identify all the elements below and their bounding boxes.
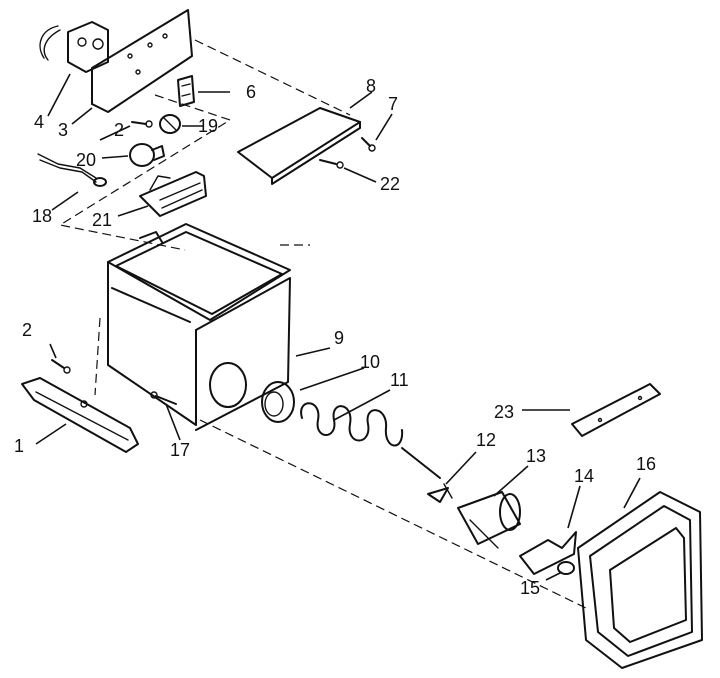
part-21-lamp-shield — [139, 171, 207, 217]
callout-19: 19 — [198, 116, 218, 136]
part-17-screw — [150, 391, 177, 405]
callout-17: 17 — [170, 440, 190, 460]
part-7-screw — [361, 137, 376, 152]
part-1-bracket — [21, 377, 139, 453]
part-3-bracket — [91, 9, 193, 113]
part-11-auger — [300, 402, 441, 479]
callout-12: 12 — [476, 430, 496, 450]
part-12-impeller — [427, 483, 453, 503]
callout-15: 15 — [520, 578, 540, 598]
part-14-bracket — [519, 531, 577, 575]
callout-10: 10 — [360, 352, 380, 372]
callout-11: 11 — [390, 370, 409, 390]
assembly-guide-lines — [58, 39, 591, 611]
part-20-bulb — [129, 143, 165, 167]
part-15-nut — [557, 561, 575, 575]
callout-8: 8 — [366, 76, 376, 96]
callout-13: 13 — [526, 446, 546, 466]
part-6-clip — [177, 75, 195, 107]
part-23-strip — [571, 383, 661, 437]
callout-23: 23 — [494, 402, 514, 422]
callout-labels: 1 2 2 3 4 6 7 8 9 10 11 12 13 14 15 16 1… — [14, 76, 656, 598]
callout-4: 4 — [34, 112, 44, 132]
part-13-drum — [457, 491, 521, 549]
part-18-wire-harness — [37, 153, 107, 187]
part-22-screw — [319, 159, 344, 169]
part-16-front-housing — [577, 491, 703, 669]
part-10-bearing — [261, 381, 295, 423]
callout-3: 3 — [58, 120, 68, 140]
part-8-cover-plate — [237, 107, 361, 185]
leader-arrows — [35, 73, 641, 581]
callout-14: 14 — [574, 466, 594, 486]
callout-21: 21 — [92, 210, 112, 230]
part-4-switch — [39, 21, 109, 73]
part-9-housing — [107, 223, 291, 431]
callout-6: 6 — [246, 82, 256, 102]
callout-9: 9 — [334, 328, 344, 348]
callout-7: 7 — [388, 94, 398, 114]
callout-1: 1 — [14, 436, 24, 456]
callout-16: 16 — [636, 454, 656, 474]
part-2-screw-top — [131, 120, 153, 128]
callout-20: 20 — [76, 150, 96, 170]
part-2-screw-lower — [51, 359, 71, 374]
callout-2a: 2 — [114, 120, 124, 140]
part-19-socket — [159, 114, 181, 134]
callout-22: 22 — [380, 174, 400, 194]
callout-18: 18 — [32, 206, 52, 226]
callout-2b: 2 — [22, 320, 32, 340]
